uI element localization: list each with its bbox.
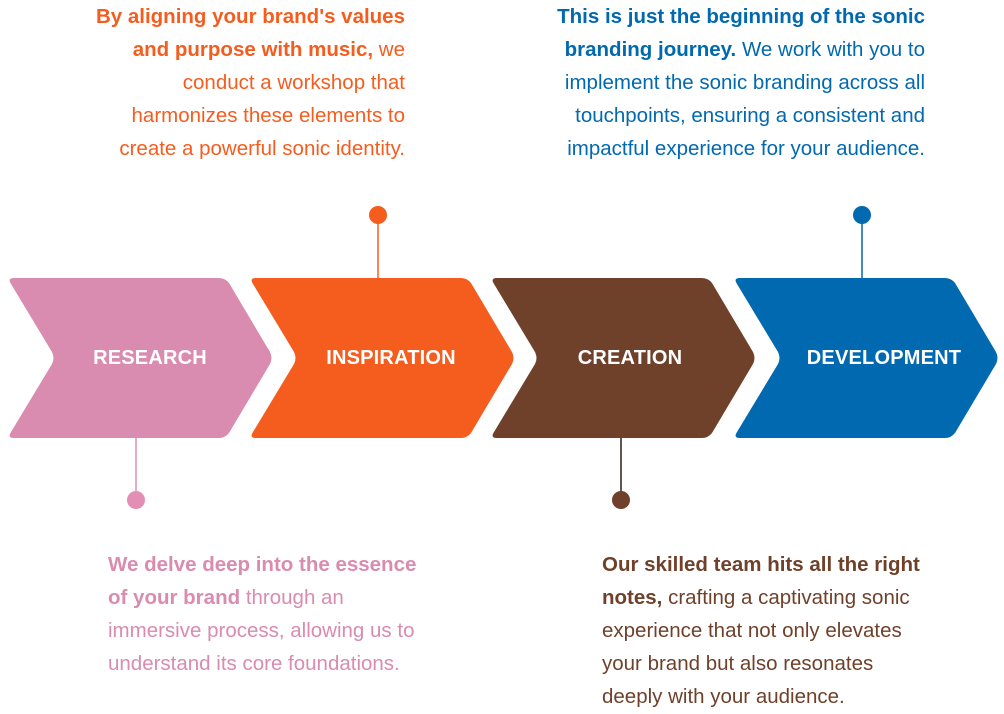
inspiration-description-bold-1: By aligning your brand's values	[95, 5, 405, 28]
research-description-bold-2: of your brand	[108, 586, 241, 609]
inspiration-description-line-3: conduct a workshop that	[182, 71, 405, 94]
development-description: This is just the beginning of the sonic …	[557, 0, 925, 165]
development-chevron	[735, 278, 998, 438]
development-connector-dot	[853, 206, 871, 224]
creation-description-bold-2: notes,	[602, 586, 663, 609]
creation-description-trailing: crafting a captivating sonic	[668, 586, 910, 609]
research-label: RESEARCH	[93, 347, 207, 369]
development-description-bold-2: branding journey.	[564, 38, 737, 61]
research-description-line-4: understand its core foundations.	[108, 652, 400, 675]
inspiration-description-bold-2: and purpose with music,	[132, 38, 374, 61]
creation-description-line-3: experience that not only elevates	[602, 619, 902, 642]
creation-description-line-4: your brand but also resonates	[602, 652, 874, 675]
inspiration-description-line-4: harmonizes these elements to	[131, 104, 405, 127]
inspiration-description: By aligning your brand's values and purp…	[96, 0, 405, 165]
inspiration-chevron	[251, 278, 514, 438]
development-description-trailing: We work with you to	[741, 38, 925, 61]
development-label: DEVELOPMENT	[806, 347, 962, 369]
inspiration-description-trailing: we	[378, 38, 405, 61]
creation-description-bold-1: Our skilled team hits all the right	[602, 553, 920, 576]
development-description-line-4: touchpoints, ensuring a consistent and	[575, 104, 925, 127]
research-description: We delve deep into the essence of your b…	[108, 548, 416, 680]
creation-chevron	[492, 278, 755, 438]
inspiration-description-line-5: create a powerful sonic identity.	[119, 137, 405, 160]
research-description-bold-1: We delve deep into the essence	[108, 553, 417, 576]
research-description-trailing: through an	[245, 586, 344, 609]
development-description-line-3: implement the sonic branding across all	[564, 71, 925, 94]
creation-label: CREATION	[577, 347, 683, 369]
research-chevron	[9, 278, 272, 438]
creation-description-line-5: deeply with your audience.	[602, 685, 845, 708]
creation-description: Our skilled team hits all the right note…	[602, 548, 920, 713]
development-description-bold-1: This is just the beginning of the sonic	[557, 5, 925, 28]
research-description-line-3: immersive process, allowing us to	[108, 619, 415, 642]
development-description-line-5: impactful experience for your audience.	[567, 137, 925, 160]
research-connector-dot	[127, 491, 145, 509]
inspiration-connector-dot	[369, 206, 387, 224]
inspiration-label: INSPIRATION	[326, 347, 456, 369]
creation-connector-dot	[612, 491, 630, 509]
